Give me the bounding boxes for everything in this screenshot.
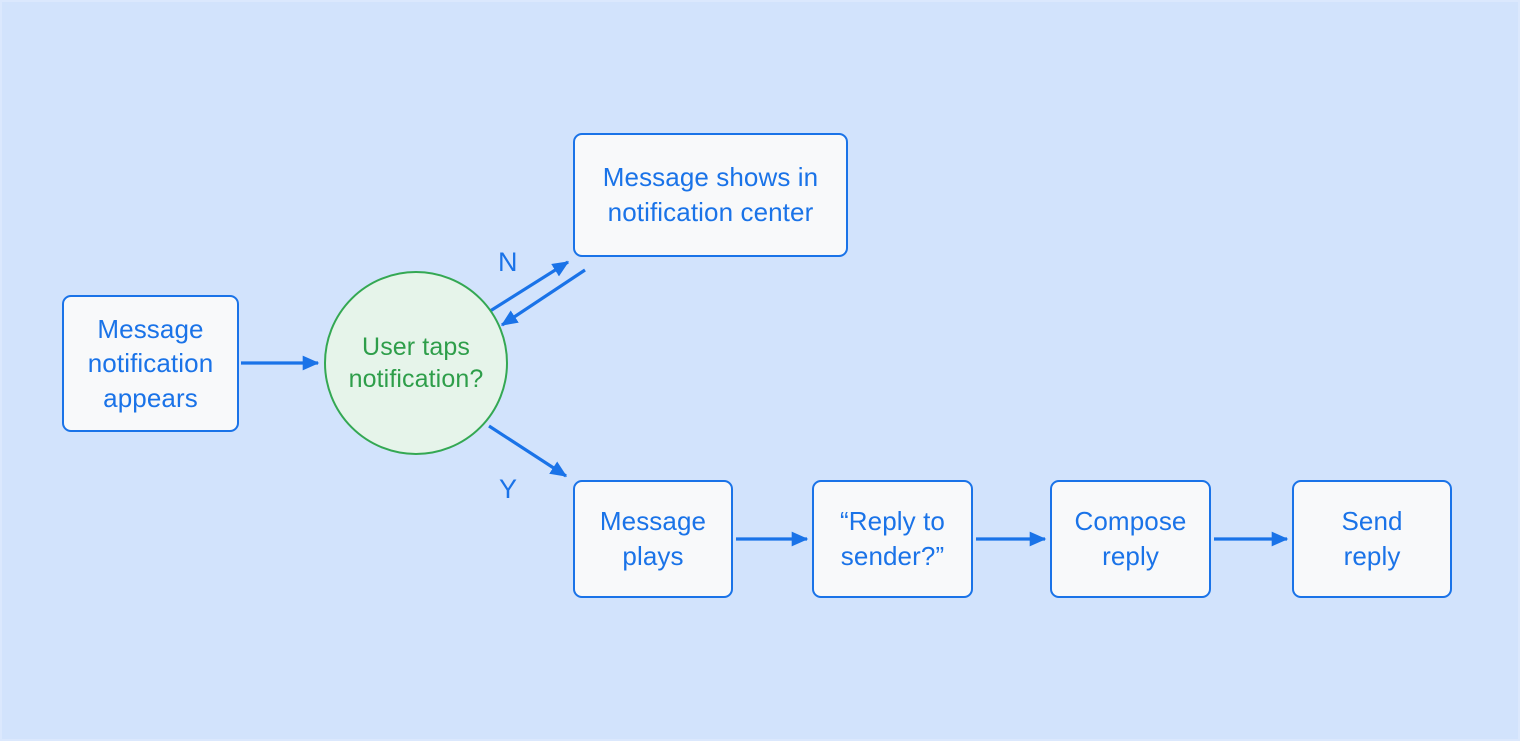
edge-decision-to-notification-center	[478, 260, 570, 320]
node-label: User taps notification?	[348, 332, 484, 394]
edge-label-yes: Y	[499, 474, 518, 504]
node-compose-reply[interactable]: Compose reply	[1050, 480, 1211, 598]
node-label: Send reply	[1341, 506, 1403, 571]
node-reply-to-sender-prompt[interactable]: “Reply to sender?”	[812, 480, 973, 598]
node-message-notification-appears[interactable]: Message notification appears	[62, 295, 239, 432]
node-label: Message shows in notification center	[602, 162, 819, 227]
node-label: “Reply to sender?”	[840, 506, 945, 571]
edge-decision-to-message-plays	[488, 424, 568, 478]
edge-notification-center-to-decision	[500, 268, 586, 327]
node-label: Message plays	[599, 506, 707, 571]
node-message-shows-in-notification-center[interactable]: Message shows in notification center	[573, 133, 848, 257]
node-send-reply[interactable]: Send reply	[1292, 480, 1452, 598]
node-message-plays[interactable]: Message plays	[573, 480, 733, 598]
node-label: Compose reply	[1074, 506, 1187, 571]
node-user-taps-notification-decision[interactable]: User taps notification?	[324, 271, 508, 455]
edge-label-no: N	[498, 247, 518, 277]
node-label: Message notification appears	[87, 313, 214, 413]
